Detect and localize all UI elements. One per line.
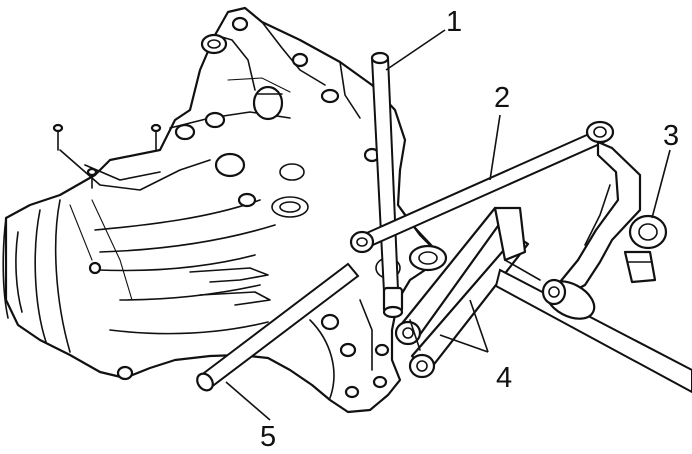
- gearbox-housing: [2, 6, 448, 414]
- callout-label-3: 3: [663, 120, 679, 152]
- callout-label-5: 5: [260, 421, 276, 453]
- rod-5: [196, 262, 360, 392]
- callout-label-2: 2: [494, 82, 510, 114]
- bracket-3: [558, 140, 668, 294]
- rod-2: [349, 120, 615, 254]
- callout-leaders: [225, 29, 671, 421]
- select-shaft: [494, 259, 692, 394]
- callout-label-4: 4: [496, 362, 512, 394]
- callout-label-1: 1: [446, 6, 462, 38]
